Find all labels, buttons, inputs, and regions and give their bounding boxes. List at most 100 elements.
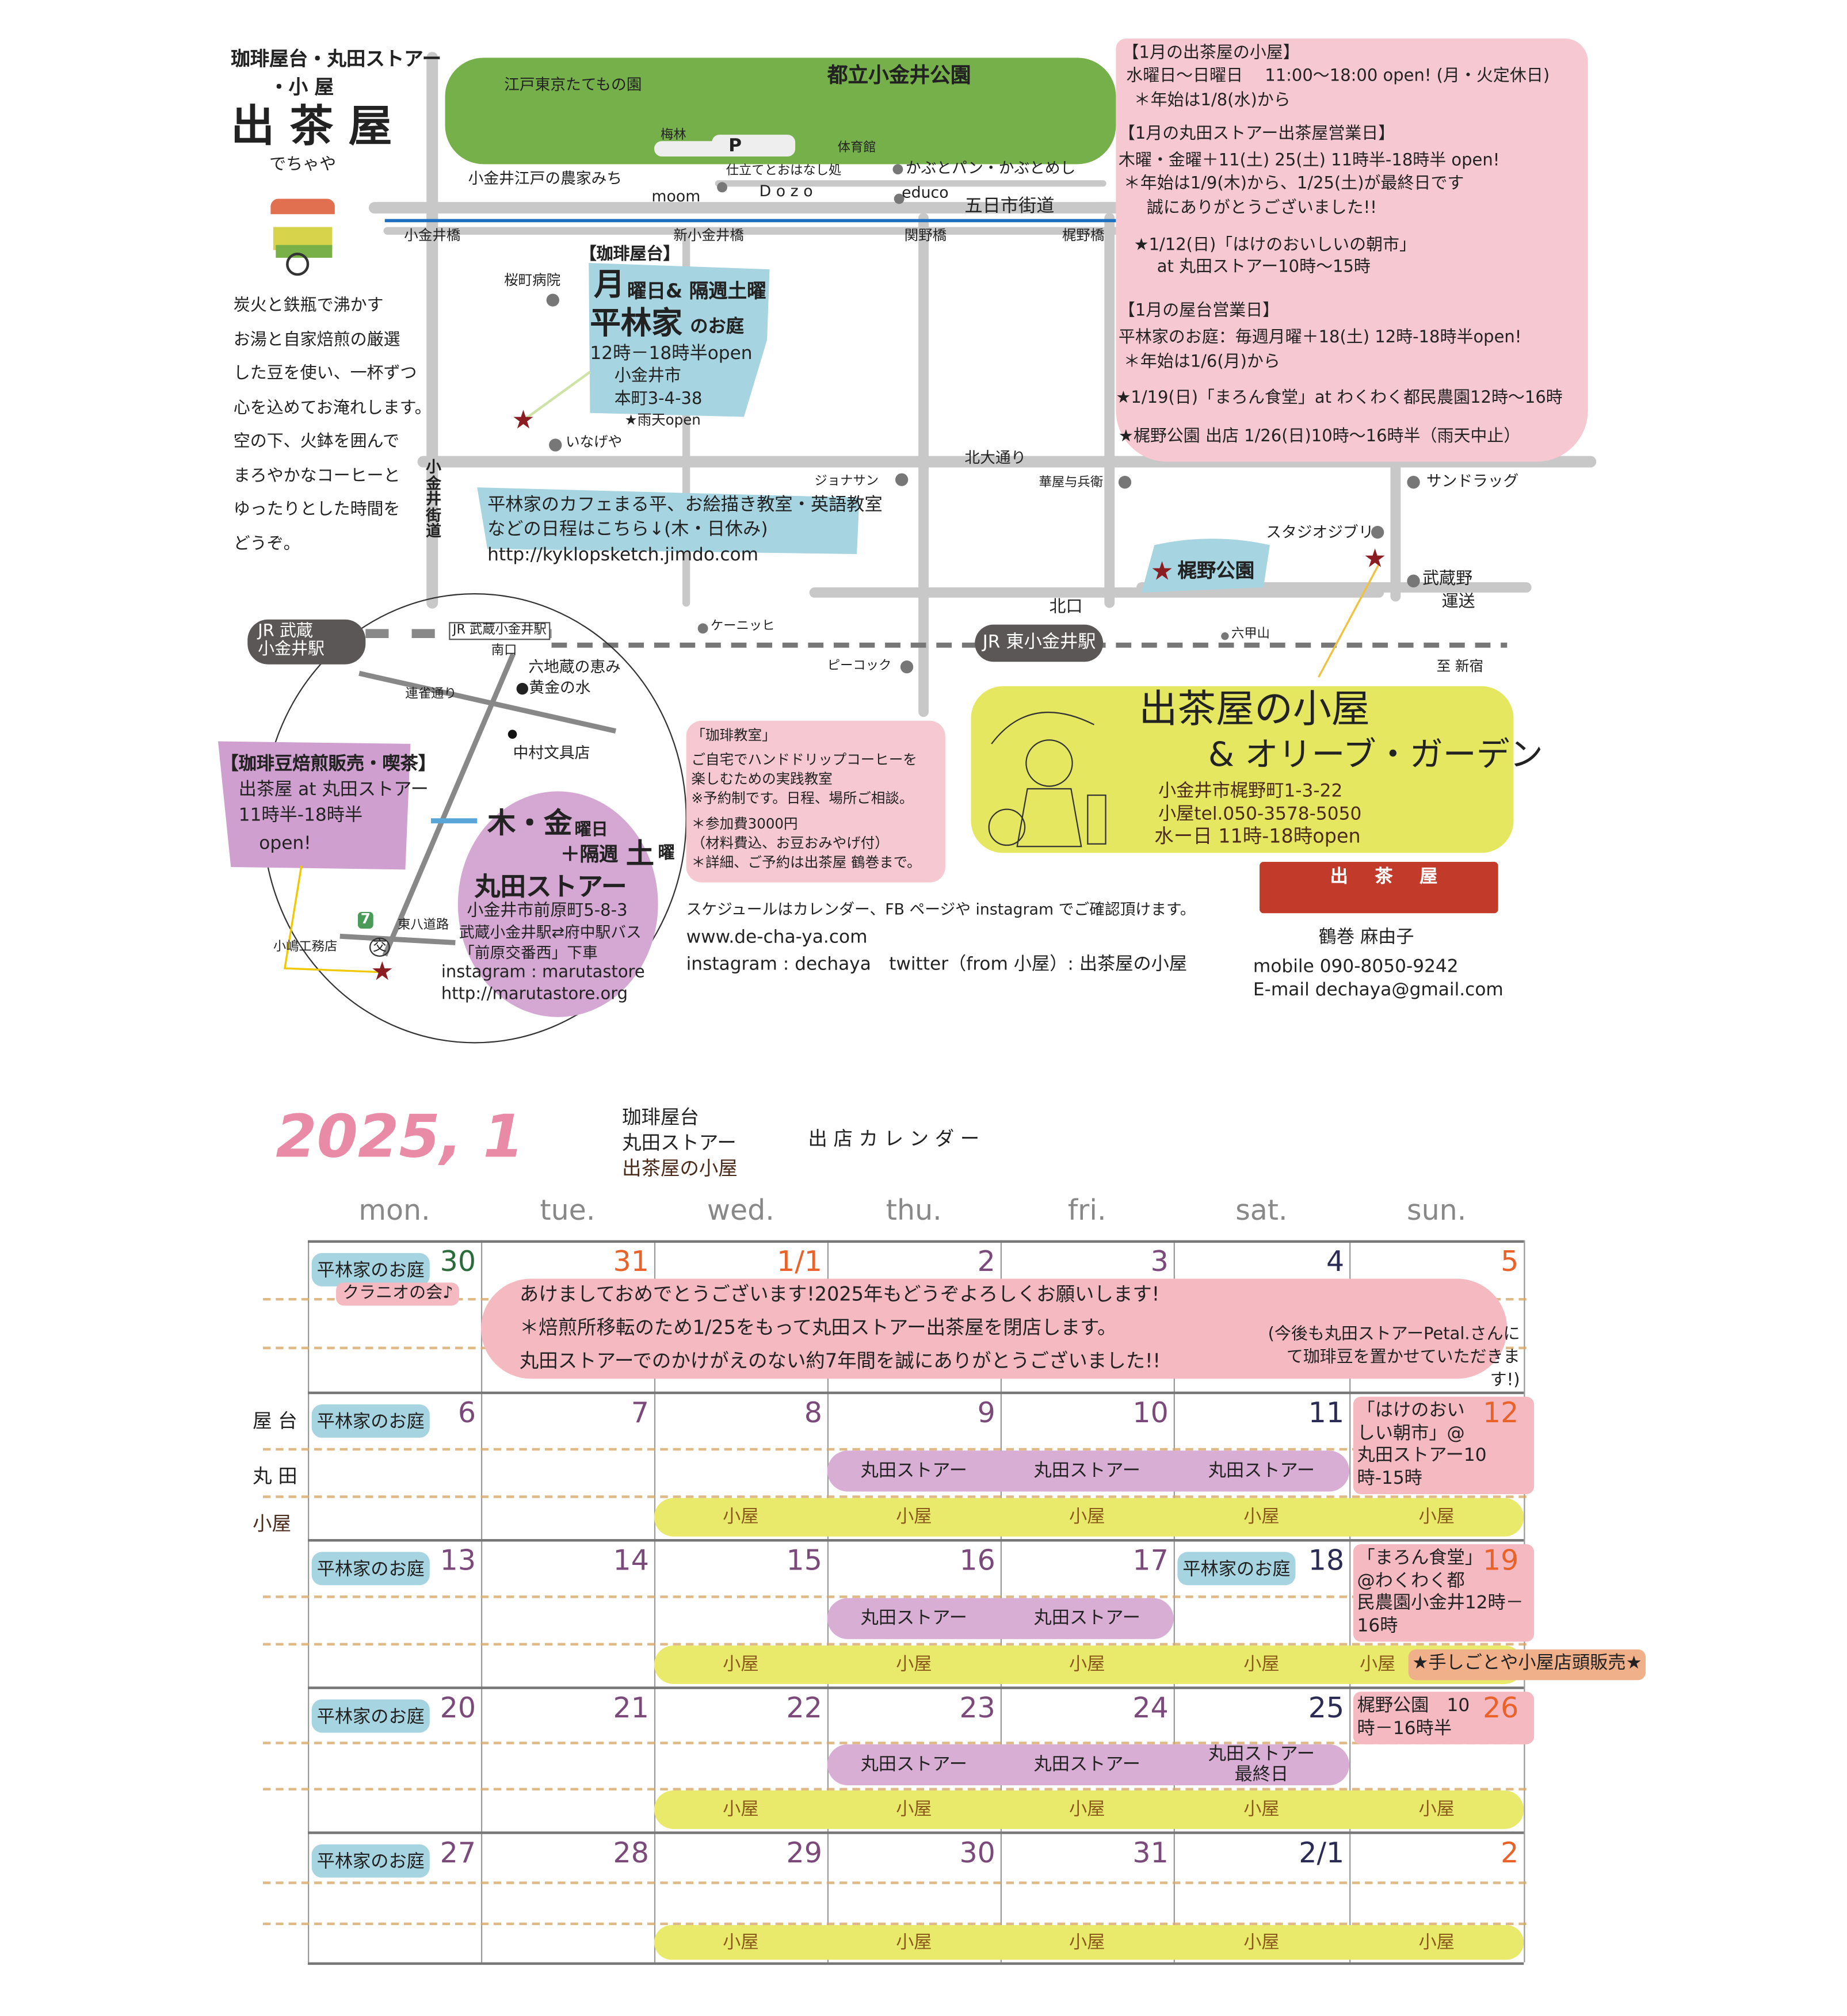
day-header: wed. (707, 1195, 774, 1228)
koya-bar: 小屋小屋小屋小屋小屋 (654, 1790, 1524, 1829)
intro-line: どうぞ。 (233, 534, 300, 553)
email-link[interactable]: E-mail dechaya@gmail.com (1253, 980, 1503, 1001)
yatai-badge: 平林家のお庭 (1177, 1552, 1296, 1586)
musashino-label: 武蔵野 (1422, 569, 1473, 589)
koya-bar-label: 小屋 (1069, 1932, 1105, 1953)
ghibli-label: スタジオジブリ (1266, 523, 1374, 541)
kyklop-line: などの日程はこちら↓(木・日休み) (487, 519, 768, 540)
website-link[interactable]: www.de-cha-ya.com (686, 927, 868, 948)
row-label-koya: 小屋 (253, 1512, 292, 1536)
koya-bar-label: 小屋 (1243, 1932, 1280, 1953)
maruta-link[interactable]: http://marutastore.org (441, 985, 628, 1005)
kaido-label: 小金井街道 (426, 457, 441, 541)
kabuto-label: かぶとパン・かぶとめし (905, 159, 1076, 177)
yatai-hours: 12時－18時半open (590, 343, 753, 365)
day-header: thu. (886, 1195, 942, 1228)
maruta-days-suffix: 曜日 (574, 820, 608, 841)
musashino-label: 運送 (1441, 592, 1475, 612)
maruta-line: 出茶屋 at 丸田ストアー (238, 780, 429, 801)
sub-divider (262, 1448, 1527, 1450)
koya-bar-label: 小屋 (723, 1932, 759, 1953)
bridge-label: 新小金井橋 (673, 227, 744, 244)
kenichi-label: ケーニッヒ (710, 619, 775, 634)
koya-bar-label: 小屋 (723, 1799, 759, 1820)
grid-hline (308, 1539, 1524, 1542)
moom-label: moom (651, 187, 701, 205)
maruta-bar-label: 丸田ストアー最終日 (1174, 1744, 1349, 1786)
illustration-woman-with-kettles-icon (979, 693, 1120, 849)
date-number: 30 (440, 1246, 476, 1279)
koya-bar-label: 小屋 (1418, 1932, 1455, 1953)
dozo-label: D o z o (759, 182, 813, 200)
info-line: ＊年始は1/6(月)から (1123, 353, 1280, 372)
maruta-instagram[interactable]: instagram : marutastore (441, 963, 645, 983)
date-number: 3 (1150, 1246, 1169, 1279)
mobile: mobile 090-8050-9242 (1253, 956, 1459, 978)
intro-line: 空の下、火鉢を囲んで (233, 432, 400, 452)
date-number: 8 (804, 1398, 822, 1430)
date-number: 26 (1482, 1693, 1519, 1725)
sub-divider (262, 1595, 1527, 1598)
date-number: 31 (1132, 1838, 1169, 1870)
grid-vline (1173, 1240, 1175, 1962)
educo-label: educo (902, 183, 949, 201)
last-day-label: 最終日 (1234, 1765, 1289, 1786)
calendar-heading: 出 店 カ レ ン ダ ー (808, 1127, 980, 1151)
date-number: 13 (440, 1545, 476, 1578)
koya-bar-label: 小屋 (1359, 1654, 1396, 1675)
parking-icon: P (728, 136, 742, 156)
event-note: 「はけのおいしい朝市」@丸田ストアー10時-15時 (1353, 1396, 1535, 1495)
sub-divider (262, 1495, 1527, 1498)
day-header: sat. (1235, 1195, 1288, 1228)
koya-bar-label: 小屋 (1243, 1654, 1280, 1675)
info-line: ★1/12(日)「はけのおいしいの朝市」 (1134, 236, 1417, 255)
maruta-bar-label: 丸田ストアー (860, 1461, 967, 1482)
grid-hline (308, 1686, 1524, 1689)
yatai-location-star-icon: ★ (512, 404, 535, 435)
event-note-text: 梶野公園 10時－16時半 (1357, 1696, 1470, 1739)
yatai-place-big: 平林家 (590, 305, 682, 341)
koya-bar-label: 小屋 (1418, 1506, 1455, 1528)
date-number: 9 (977, 1398, 995, 1430)
legend-yatai: 珈琲屋台 (622, 1105, 699, 1129)
jr-musashi-koganei-station: JR 武蔵小金井駅 (247, 619, 366, 664)
sub-divider (262, 1881, 1527, 1884)
maruta-bar-label: 丸田ストアー (860, 1608, 967, 1629)
kyklop-link[interactable]: http://kyklopsketch.jimdo.com (487, 545, 758, 566)
date-number: 30 (959, 1838, 995, 1870)
date-number: 5 (1501, 1246, 1519, 1279)
date-number: 10 (1132, 1398, 1169, 1430)
info-line: ＊年始は1/9(木)から、1/25(土)が最終日です (1123, 174, 1464, 194)
yatai-badge: 平林家のお庭 (311, 1699, 430, 1733)
date-number: 2 (977, 1246, 995, 1279)
bridge-label: 小金井橋 (404, 227, 461, 244)
day-header: tue. (540, 1195, 596, 1228)
date-number: 16 (959, 1545, 995, 1578)
event-note-text: 「まろん食堂」@わくわく都民農園小金井12時－16時 (1357, 1548, 1524, 1636)
yatai-badge: 平林家のお庭 (311, 1844, 430, 1878)
banner-aside: (今後も丸田ストアーPetal.さんにて珈琲豆を置かせていただきます!) (1268, 1324, 1520, 1391)
yatai-place: のお庭 (690, 316, 744, 338)
maruta-bar-label: 丸田ストアー (1033, 1754, 1140, 1776)
kyklop-line: 平林家のカフェまる平、お絵描き教室・英語教室 (487, 495, 883, 516)
sundrug-label: サンドラッグ (1426, 472, 1519, 490)
maruta-address: 小金井市前原町5-8-3 (467, 902, 628, 921)
date-number: 17 (1132, 1545, 1169, 1578)
info-line: 水曜日～日曜日 11:00～18:00 open! (月・火定休日) (1126, 66, 1550, 86)
jr-musashi-small-label: JR 武蔵小金井駅 (449, 622, 551, 640)
bridge-label: 梶野橋 (1062, 227, 1105, 244)
koya-hours: 水ー日 11時-18時open (1154, 824, 1361, 848)
jr-higashi-koganei-station: JR 東小金井駅 (975, 624, 1104, 663)
row-label-maruta: 丸 田 (253, 1464, 297, 1488)
maruta-line: open! (259, 833, 311, 854)
date-number: 25 (1308, 1693, 1345, 1725)
date-number: 6 (457, 1398, 476, 1430)
seven-eleven-icon: 7 (357, 911, 373, 929)
event-note: 梶野公園 10時－16時半 (1353, 1692, 1535, 1744)
koya-bar-label: 小屋 (1069, 1506, 1105, 1528)
kitaguchi-label: 北口 (1049, 597, 1083, 617)
itsukaichi-label: 五日市街道 (964, 196, 1055, 217)
maruta-bar-label: 丸田ストアー (1208, 1461, 1315, 1482)
grid-vline (827, 1240, 829, 1962)
koya-bar-label: 小屋 (1243, 1506, 1280, 1528)
